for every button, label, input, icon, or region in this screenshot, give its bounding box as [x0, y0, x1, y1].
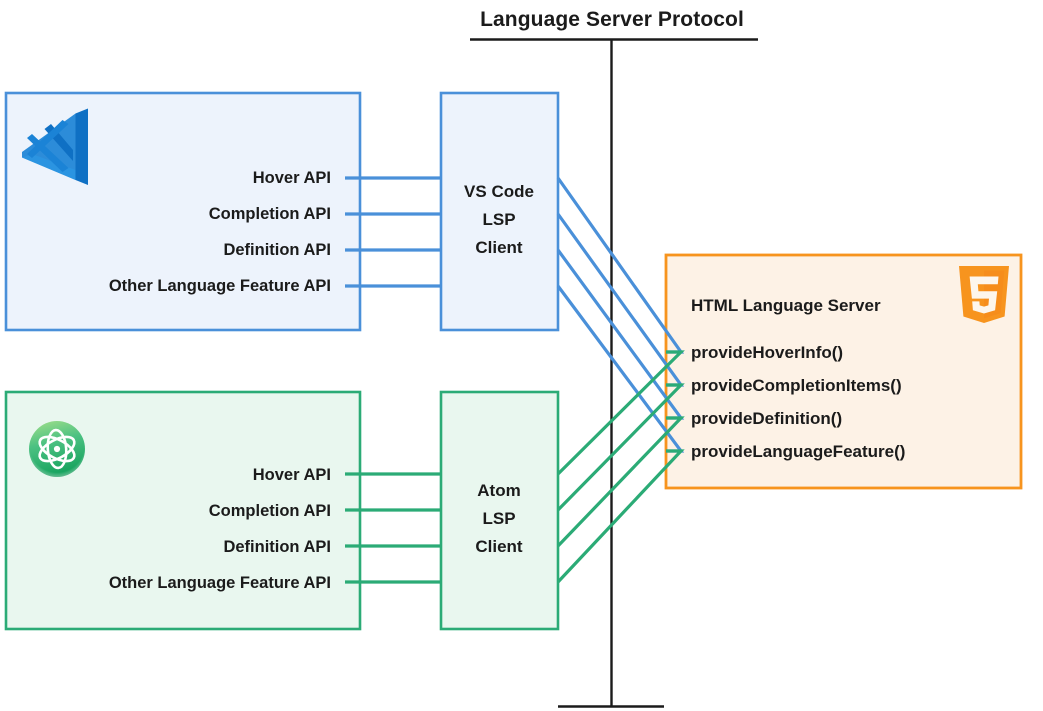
atom-protocol-link-completion	[556, 383, 685, 512]
atom-connector-lines	[345, 472, 455, 584]
atom-api-label-other: Other Language Feature API	[109, 574, 331, 592]
vscode-api-label-definition: Definition API	[223, 241, 331, 259]
server-method-completion: provideCompletionItems()	[691, 376, 902, 395]
vscode-api-label-other: Other Language Feature API	[109, 277, 331, 295]
server-method-hover: provideHoverInfo()	[691, 343, 843, 362]
vscode-api-label-hover: Hover API	[253, 169, 331, 187]
protocol-axis-group: Language Server Protocol	[470, 8, 758, 708]
vscode-editor-box[interactable]: Hover API Completion API Definition API …	[4, 91, 362, 332]
atom-api-label-completion: Completion API	[209, 502, 331, 520]
vscode-protocol-link-hover	[556, 177, 685, 354]
vscode-protocol-link-definition	[556, 249, 685, 420]
atom-api-label-hover: Hover API	[253, 466, 331, 484]
atom-client-line-2: LSP	[482, 509, 515, 528]
atom-protocol-link-definition	[556, 416, 685, 548]
vscode-protocol-links	[556, 177, 685, 453]
vscode-client-line-3: Client	[475, 238, 523, 257]
atom-client-line-3: Client	[475, 537, 523, 556]
vscode-client-line-1: VS Code	[464, 182, 534, 201]
vscode-client-line-2: LSP	[482, 210, 515, 229]
atom-protocol-link-language-feature	[556, 449, 685, 584]
atom-protocol-links	[556, 350, 685, 584]
atom-logo	[29, 421, 85, 477]
vscode-logo	[22, 108, 88, 185]
vscode-lsp-client-box[interactable]: VS Code LSP Client	[439, 91, 560, 332]
html-language-server-box[interactable]: HTML Language Server provideHoverInfo() …	[664, 253, 1023, 490]
atom-client-line-1: Atom	[477, 481, 520, 500]
vscode-connector-lines	[345, 176, 455, 288]
server-method-language-feature: provideLanguageFeature()	[691, 442, 905, 461]
atom-client-frame	[439, 390, 560, 631]
vscode-api-label-completion: Completion API	[209, 205, 331, 223]
atom-protocol-link-hover	[556, 350, 685, 476]
vscode-client-frame	[439, 91, 560, 332]
server-method-definition: provideDefinition()	[691, 409, 842, 428]
diagram-title: Language Server Protocol	[480, 8, 744, 31]
server-title: HTML Language Server	[691, 296, 881, 315]
atom-lsp-client-box[interactable]: Atom LSP Client	[439, 390, 560, 631]
vscode-protocol-link-completion	[556, 213, 685, 387]
html5-logo	[959, 266, 1009, 323]
atom-editor-box[interactable]: Hover API Completion API Definition API …	[4, 390, 362, 631]
atom-api-label-definition: Definition API	[223, 538, 331, 556]
